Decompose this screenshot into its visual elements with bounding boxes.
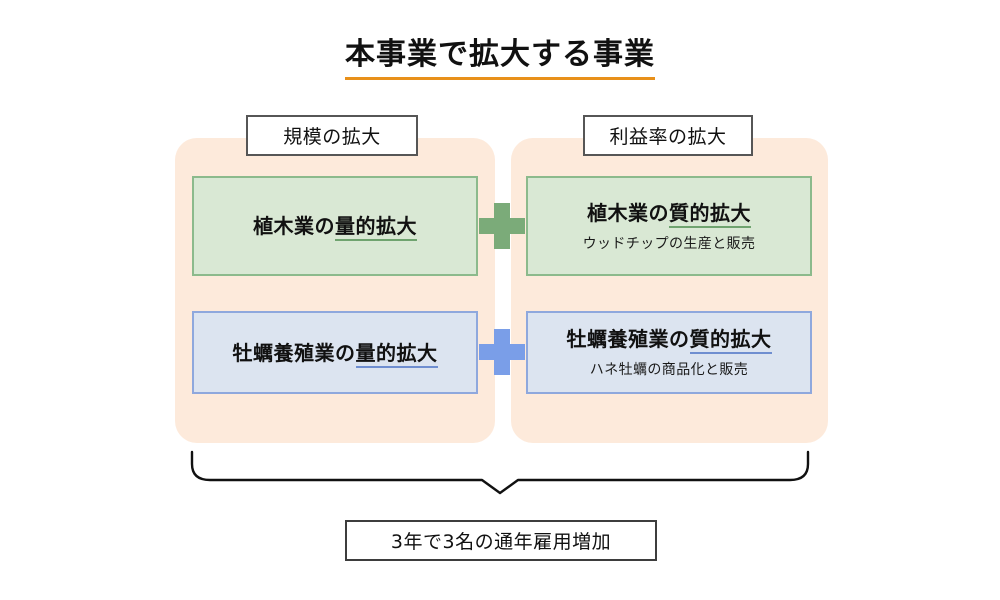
plus-icon-plant <box>479 203 525 249</box>
card-plant-qualitative-subtitle: ウッドチップの生産と販売 <box>582 235 756 252</box>
card-plant-qualitative-title: 植木業の質的拡大 <box>587 200 751 228</box>
card-oyster-quantitative-prefix: 牡蠣養殖業の <box>232 340 356 365</box>
card-plant-qualitative-prefix: 植木業の <box>587 200 669 225</box>
page-title-text: 本事業で拡大する事業 <box>345 37 655 80</box>
card-plant-qualitative: 植木業の質的拡大 ウッドチップの生産と販売 <box>526 176 812 276</box>
card-oyster-quantitative-emphasis: 量的拡大 <box>355 340 438 368</box>
card-oyster-quantitative: 牡蠣養殖業の量的拡大 <box>192 311 478 394</box>
card-plant-quantitative: 植木業の量的拡大 <box>192 176 478 276</box>
card-oyster-qualitative-prefix: 牡蠣養殖業の <box>566 327 690 351</box>
card-oyster-qualitative-subtitle: ハネ牡蠣の商品化と販売 <box>589 362 749 378</box>
card-oyster-qualitative-emphasis: 質的拡大 <box>689 327 772 354</box>
card-oyster-qualitative: 牡蠣養殖業の質的拡大 ハネ牡蠣の商品化と販売 <box>526 311 812 394</box>
summary-brace-icon <box>190 450 810 495</box>
card-plant-quantitative-title: 植木業の量的拡大 <box>253 213 417 241</box>
column-header-profit-label: 利益率の拡大 <box>609 126 727 148</box>
column-header-scale: 規模の拡大 <box>246 115 418 156</box>
card-plant-quantitative-emphasis: 量的拡大 <box>335 214 417 241</box>
outcome-label: 3年で3名の通年雇用増加 <box>390 531 612 553</box>
column-header-profit: 利益率の拡大 <box>583 115 753 156</box>
plus-icon-oyster <box>479 329 525 375</box>
outcome-box: 3年で3名の通年雇用増加 <box>345 520 657 561</box>
card-plant-quantitative-prefix: 植木業の <box>253 214 335 238</box>
card-oyster-quantitative-title: 牡蠣養殖業の量的拡大 <box>232 340 438 368</box>
plus-icon-plant-vertical-bar <box>494 203 510 249</box>
page-title: 本事業で拡大する事業 <box>0 37 1000 80</box>
card-oyster-qualitative-title: 牡蠣養殖業の質的拡大 <box>566 326 772 354</box>
card-plant-qualitative-emphasis: 質的拡大 <box>669 200 751 228</box>
plus-icon-oyster-vertical-bar <box>494 329 510 375</box>
column-header-scale-label: 規模の拡大 <box>283 126 381 148</box>
